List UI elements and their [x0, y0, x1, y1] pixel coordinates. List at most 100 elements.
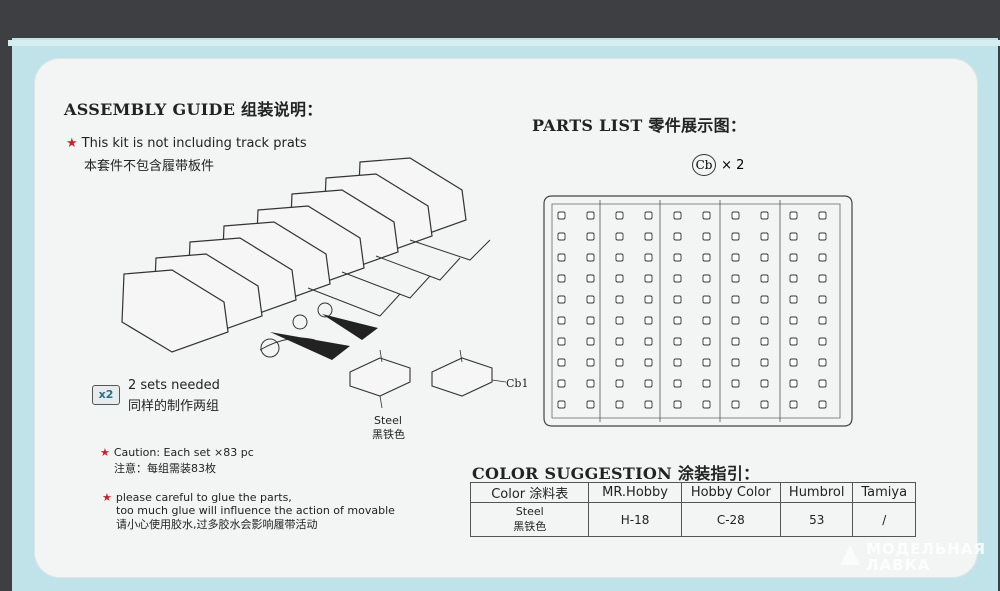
sprue-part — [731, 358, 740, 367]
row-mrhobby: H-18 — [588, 502, 682, 537]
sprue-part — [586, 337, 595, 346]
color-table: Color 涂料表 MR.Hobby Hobby Color Humbrol T… — [469, 482, 916, 537]
row-hobbycolor: C-28 — [680, 502, 781, 537]
sprue-part — [789, 358, 798, 367]
sprue-part — [702, 358, 711, 367]
assembly-title: ASSEMBLY GUIDE 组装说明： — [64, 100, 323, 119]
sets-needed-en: 2 sets needed — [128, 378, 220, 393]
caution-en: Caution: Each set ×83 pc — [113, 446, 254, 459]
header-tamiya: Tamiya — [852, 482, 916, 503]
sprue-part — [557, 379, 566, 388]
sprue-part — [557, 253, 566, 262]
sprue-part — [644, 295, 653, 304]
caution-line: ★Caution: Each set ×83 pc — [100, 446, 254, 459]
sprue-part — [702, 274, 711, 283]
glue-line2: too much glue will influence the action … — [116, 504, 395, 517]
sprue-part — [586, 253, 595, 262]
note-no-track: ★This kit is not including track prats — [66, 136, 307, 151]
sprue-part — [644, 400, 653, 409]
sprue-part — [760, 274, 769, 283]
sprue-part — [586, 232, 595, 241]
x2-badge: x2 — [92, 385, 120, 405]
steel-label-en: Steel — [374, 414, 402, 427]
sets-needed-cn: 同样的制作两组 — [128, 399, 220, 414]
sprue-part — [673, 253, 682, 262]
sprue-part — [731, 379, 740, 388]
sprue-part — [557, 316, 566, 325]
sprue-part — [557, 337, 566, 346]
sprue-part — [673, 232, 682, 241]
sprue-part — [789, 337, 798, 346]
sprue-part — [586, 358, 595, 367]
sprue-part — [702, 232, 711, 241]
sprue-part — [760, 253, 769, 262]
sprue-part — [644, 337, 653, 346]
color-title: COLOR SUGGESTION 涂装指引： — [472, 464, 760, 483]
glue-warning: ★please careful to glue the parts, — [102, 491, 292, 504]
sprue-part — [760, 316, 769, 325]
sprue-part — [789, 379, 798, 388]
sprue-part — [644, 316, 653, 325]
sprue-part — [731, 274, 740, 283]
sprue-part — [731, 295, 740, 304]
sprue-part — [789, 400, 798, 409]
sprue-part — [586, 400, 595, 409]
sprue-part — [557, 295, 566, 304]
sprue-part — [818, 211, 827, 220]
part-label-cb1: Cb1 — [506, 377, 529, 390]
sprue-part — [615, 358, 624, 367]
sprue-part — [789, 232, 798, 241]
row-tamiya: / — [852, 502, 916, 537]
sprue-part — [760, 211, 769, 220]
parts-title: PARTS LIST 零件展示图： — [532, 116, 747, 135]
sprue-part — [586, 316, 595, 325]
sprue-part — [760, 232, 769, 241]
sprue-part — [644, 358, 653, 367]
sprue-part — [702, 316, 711, 325]
sprue-part — [760, 379, 769, 388]
sprue-part — [818, 379, 827, 388]
sprue-tag: Cb × 2 — [692, 154, 744, 176]
note-no-track-en: This kit is not including track prats — [81, 136, 307, 151]
sprue-part — [615, 316, 624, 325]
sprue-part — [789, 295, 798, 304]
sprue-part — [644, 379, 653, 388]
sprue-part — [760, 295, 769, 304]
sprue-part — [702, 379, 711, 388]
sprue-part — [673, 274, 682, 283]
sprue-part — [789, 316, 798, 325]
sprue-part — [615, 295, 624, 304]
sprue-part — [615, 400, 624, 409]
sprue-part — [702, 400, 711, 409]
sprue-part — [615, 274, 624, 283]
sprue-part — [644, 211, 653, 220]
sprue-part — [557, 358, 566, 367]
sprue-part — [673, 211, 682, 220]
star-icon: ★ — [100, 446, 110, 459]
sprue-part — [731, 253, 740, 262]
sprue-part — [615, 379, 624, 388]
sprue-part — [615, 253, 624, 262]
sprue-part — [673, 400, 682, 409]
sprue-part — [644, 274, 653, 283]
caution-cn: 注意：每组需装83枚 — [114, 462, 216, 475]
sprue-part — [586, 211, 595, 220]
sprue-part — [731, 211, 740, 220]
sprue-part — [818, 358, 827, 367]
sprue-part — [586, 379, 595, 388]
sprue-diagram — [543, 195, 853, 427]
sprue-part — [644, 232, 653, 241]
star-icon: ★ — [66, 136, 78, 151]
sprue-part — [586, 295, 595, 304]
sprue-part — [818, 253, 827, 262]
sprue-part — [557, 274, 566, 283]
sprue-part — [673, 295, 682, 304]
sprue-part — [789, 253, 798, 262]
sprue-part — [731, 316, 740, 325]
watermark-line1: МОДЕЛЬНАЯ — [866, 540, 986, 558]
sprue-part — [760, 400, 769, 409]
sprue-part — [760, 358, 769, 367]
sprue-part — [702, 337, 711, 346]
sprue-part — [615, 211, 624, 220]
